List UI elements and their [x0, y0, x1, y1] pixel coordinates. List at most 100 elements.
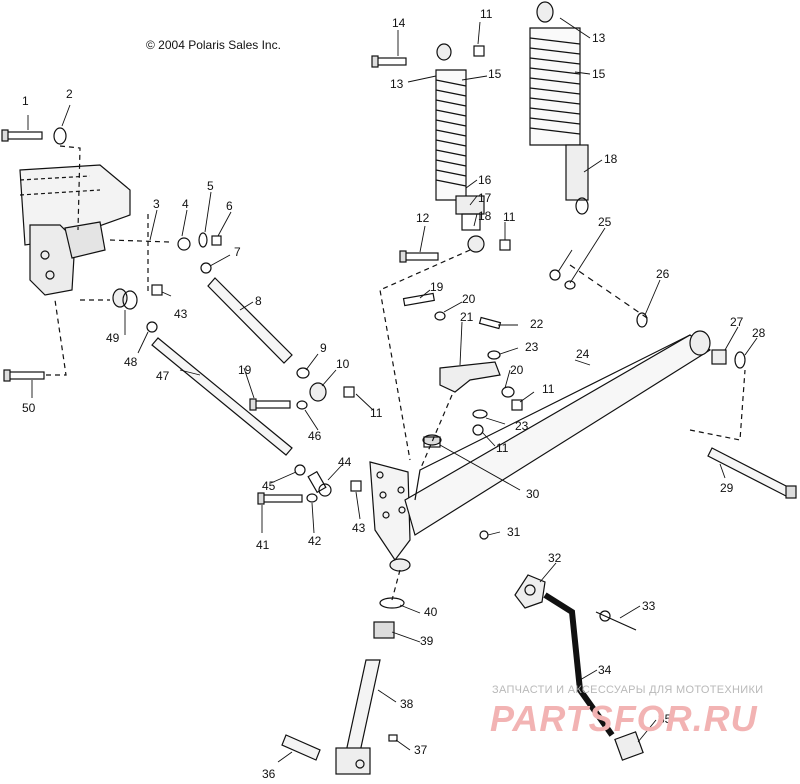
washer-25: [564, 280, 576, 290]
label-43a: 43: [352, 521, 366, 535]
bushing-10: [309, 382, 327, 402]
label-13b: 13: [592, 31, 606, 45]
washer-40: [379, 597, 405, 609]
bracket-32: [514, 574, 546, 609]
label-37: 37: [414, 743, 428, 757]
label-12: 12: [416, 211, 430, 225]
a-arm-24: [404, 330, 712, 536]
zerk-31: [479, 530, 489, 540]
label-6: 6: [226, 199, 233, 213]
label-21: 21: [460, 310, 474, 324]
nut-11c: [511, 399, 523, 411]
label-36: 36: [262, 767, 276, 779]
label-16: 16: [478, 173, 492, 187]
chassis-frame: [19, 164, 131, 296]
label-23b: 23: [515, 419, 529, 433]
rod-8: [207, 277, 293, 364]
label-2: 2: [66, 87, 73, 101]
label-11c: 11: [503, 210, 516, 224]
bushing-27: [711, 349, 727, 365]
label-17: 17: [478, 191, 492, 205]
shock-absorber-right: [529, 1, 589, 215]
label-32: 32: [548, 551, 562, 565]
label-19a: 19: [430, 280, 444, 294]
bushing-30: [422, 434, 442, 448]
bracket-21: [439, 361, 501, 393]
spindle-38: [335, 659, 381, 775]
label-31: 31: [507, 525, 521, 539]
washer-20b: [501, 386, 515, 398]
copyright-notice: © 2004 Polaris Sales Inc.: [146, 38, 281, 52]
label-20b: 20: [510, 363, 524, 377]
nut-11d: [472, 424, 484, 436]
watermark-logo: PARTSFOR.RU: [490, 698, 758, 739]
label-9: 9: [320, 341, 327, 355]
washer-20a: [434, 311, 446, 321]
washer-5: [198, 232, 208, 248]
label-42: 42: [308, 534, 322, 548]
label-4: 4: [182, 197, 189, 211]
bolt-19-lower: [249, 398, 291, 411]
pin-37: [388, 734, 398, 742]
spindle-housing: [369, 461, 411, 562]
label-15b: 15: [592, 67, 606, 81]
oring-28: [734, 351, 746, 369]
watermark-tagline: ЗАПЧАСТИ И АКСЕССУАРЫ ДЛЯ МОТОТЕХНИКИ: [492, 684, 764, 696]
label-10: 10: [336, 357, 350, 371]
label-34: 34: [598, 663, 612, 677]
label-27: 27: [730, 315, 744, 329]
nut-7: [200, 262, 212, 274]
bolt-19-upper: [402, 292, 435, 307]
label-13a: 13: [390, 77, 404, 91]
seal-top: [389, 558, 411, 572]
label-25: 25: [598, 215, 612, 229]
label-19b: 19: [238, 363, 252, 377]
label-30: 30: [526, 487, 540, 501]
label-38: 38: [400, 697, 414, 711]
washer-42: [306, 493, 318, 503]
label-45: 45: [262, 479, 276, 493]
clamp-35: [614, 731, 644, 761]
label-43b: 43: [174, 307, 188, 321]
label-18b: 18: [604, 152, 618, 166]
label-11b: 11: [480, 7, 493, 21]
label-41: 41: [256, 538, 270, 552]
bolt-33: [595, 610, 637, 631]
label-11a: 11: [370, 406, 383, 420]
nut-48: [146, 321, 158, 333]
label-39: 39: [420, 634, 434, 648]
nut-6b: [549, 269, 561, 281]
label-24: 24: [576, 347, 590, 361]
nut-11: [343, 386, 355, 398]
label-20a: 20: [462, 292, 476, 306]
label-29: 29: [720, 481, 734, 495]
washer-9: [296, 367, 310, 379]
bushing-49: [112, 288, 138, 310]
washer-26: [636, 312, 648, 328]
label-7: 7: [234, 245, 241, 259]
bolt-50: [3, 369, 45, 382]
sway-bar-34: [543, 592, 615, 737]
label-11d: 11: [542, 382, 555, 396]
bolt-22: [478, 316, 502, 330]
label-18a: 18: [478, 209, 492, 223]
label-44: 44: [338, 455, 352, 469]
bolt-1: [1, 129, 43, 142]
pin-36: [281, 734, 321, 761]
label-48: 48: [124, 355, 138, 369]
callout-labels: 1 2 3 4 5 6 7 8 9 10 11 11 11 11 11 12 1…: [22, 7, 766, 781]
label-5: 5: [207, 179, 214, 193]
label-47: 47: [156, 369, 170, 383]
bolt-29: [707, 447, 797, 499]
label-50: 50: [22, 401, 36, 415]
washer-23a: [487, 350, 501, 360]
label-15a: 15: [488, 67, 502, 81]
label-46: 46: [308, 429, 322, 443]
label-11e: 11: [496, 441, 509, 455]
label-35: 35: [658, 712, 672, 726]
shock-absorber-left: [371, 43, 511, 263]
label-22: 22: [530, 317, 544, 331]
label-1: 1: [22, 94, 29, 108]
